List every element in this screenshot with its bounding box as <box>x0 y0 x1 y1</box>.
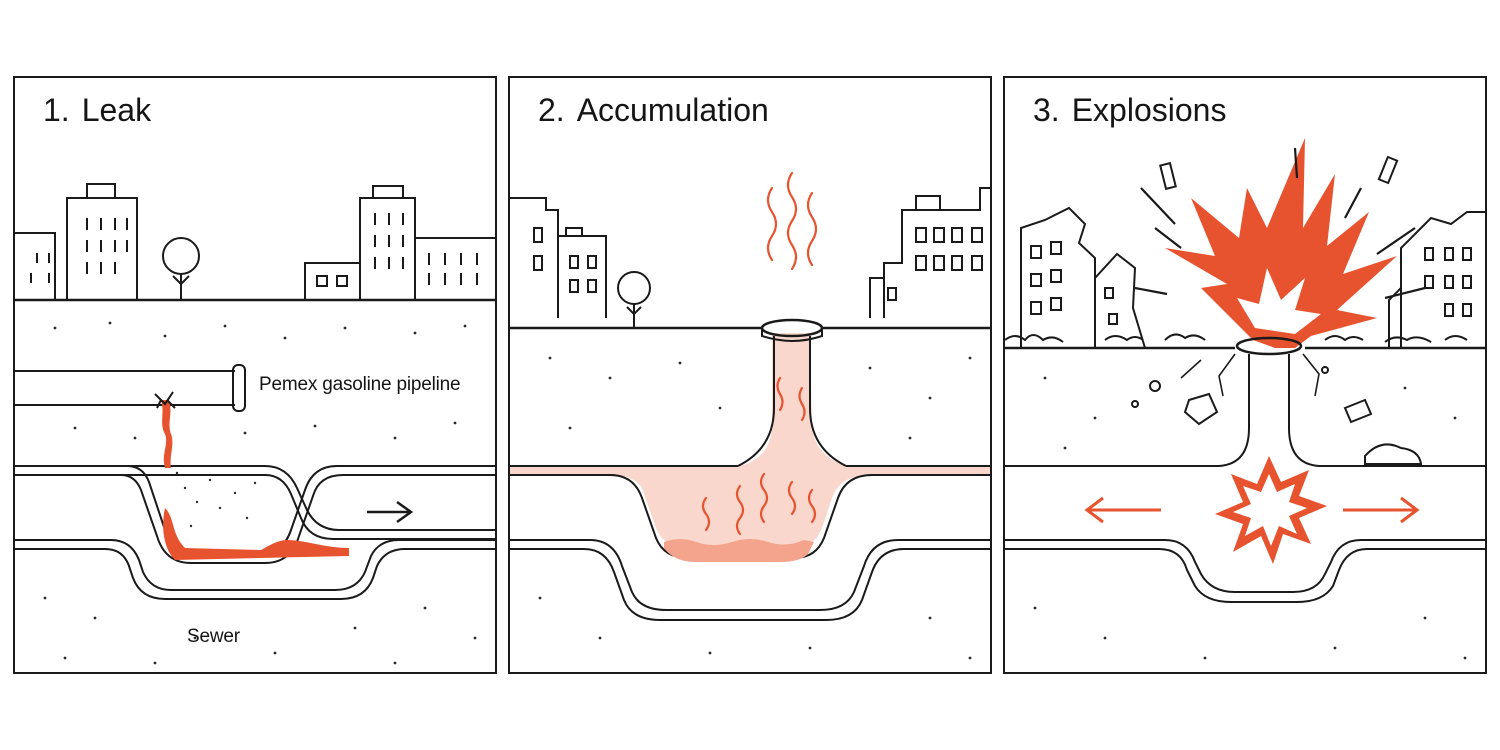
debris-icon <box>1364 443 1423 465</box>
soil-texture <box>43 321 477 665</box>
tree-icon <box>617 271 651 328</box>
explosions-illustration <box>1005 138 1485 660</box>
underground-explosion-icon <box>1215 456 1327 564</box>
ruined-building-icon <box>1388 211 1485 348</box>
pipeline-label: Pemex gasoline pipeline <box>259 374 461 395</box>
gas-fill <box>510 333 990 548</box>
debris-icon <box>1377 155 1399 185</box>
pipe-crack-icon <box>154 391 176 409</box>
vapor-icon <box>701 171 818 536</box>
sewer-label: Sewer <box>187 626 240 647</box>
soil-texture <box>538 356 972 660</box>
building-icon <box>869 187 990 318</box>
gasoline-pool <box>664 539 814 562</box>
panel-title: 3. Explosions <box>1033 92 1226 129</box>
soil-texture <box>1033 376 1467 660</box>
building-icon <box>15 183 138 300</box>
leak-illustration <box>15 183 495 665</box>
step-number: 2. <box>538 92 565 128</box>
step-title: Leak <box>81 92 152 128</box>
panel-explosions: 3. Explosions <box>1003 76 1487 674</box>
gasoline-leak <box>161 400 349 560</box>
panel-title: 2. Accumulation <box>538 92 769 129</box>
debris-icon <box>1159 161 1177 191</box>
ruined-building-icon <box>1020 206 1146 349</box>
step-title: Accumulation <box>576 92 769 128</box>
step-number: 1. <box>43 92 70 128</box>
panel-leak: 1. Leak Pemex gasoline pipeline Sewer <box>13 76 497 674</box>
flow-arrow-icon <box>367 500 414 524</box>
debris-icon <box>1183 392 1219 426</box>
explosion-burst-icon <box>1165 138 1397 348</box>
building-icon <box>510 197 607 318</box>
panel-accumulation: 2. Accumulation <box>508 76 992 674</box>
blast-arrow-icon <box>1084 496 1420 524</box>
panel-title: 1. Leak <box>43 92 151 129</box>
debris-icon <box>1343 398 1373 424</box>
step-title: Explosions <box>1071 92 1227 128</box>
tree-icon <box>162 237 200 300</box>
accumulation-illustration <box>510 171 990 660</box>
building-icon <box>304 185 495 300</box>
step-number: 3. <box>1033 92 1060 128</box>
